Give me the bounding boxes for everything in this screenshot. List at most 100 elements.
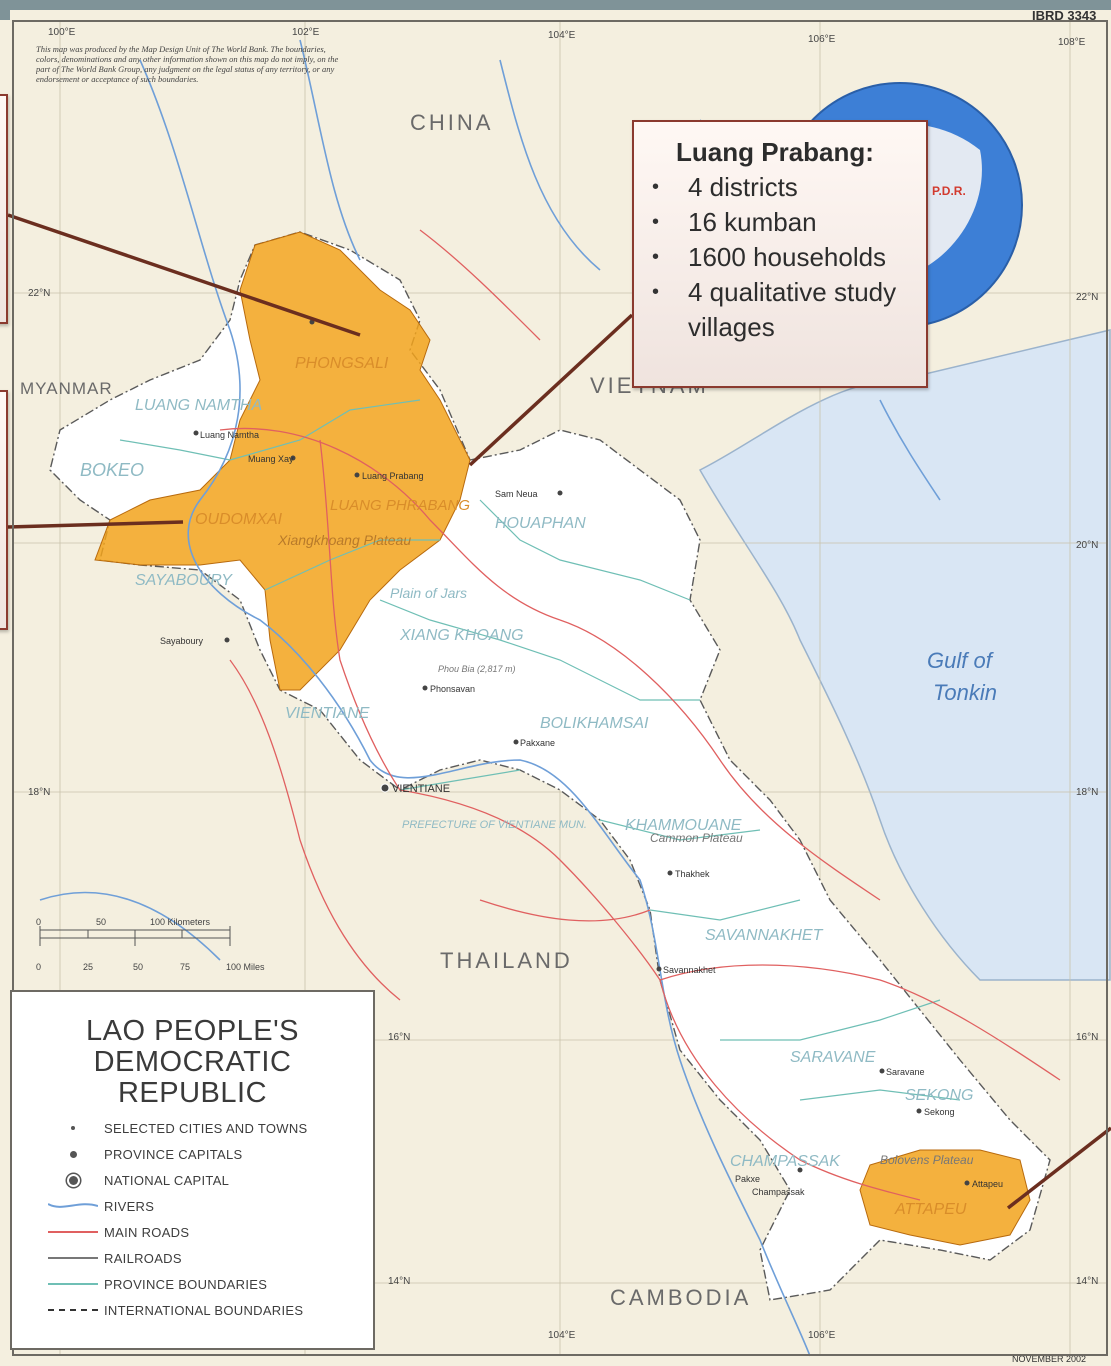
- province-label: SEKONG: [905, 1087, 973, 1104]
- province-label: SARAVANE: [790, 1049, 876, 1066]
- province-label: ATTAPEU: [894, 1201, 967, 1218]
- city-label: Attapeu: [972, 1179, 1003, 1189]
- legend-item: RIVERS: [42, 1196, 154, 1216]
- disclaimer-text: This map was produced by the Map Design …: [36, 44, 339, 84]
- country-label-cambodia: CAMBODIA: [610, 1285, 751, 1310]
- legend-title-line-2: DEMOCRATIC: [93, 1046, 292, 1078]
- country-label-myanmar: MYANMAR: [20, 379, 113, 398]
- country-label-china: CHINA: [410, 110, 493, 135]
- city-label: Luang Prabang: [362, 471, 424, 481]
- province-label: PHONGSALI: [295, 355, 389, 372]
- lat-label: 14°N: [1076, 1276, 1098, 1287]
- lon-label: 104°E: [548, 30, 576, 41]
- leader-line-oudomxai: [7, 520, 184, 529]
- province-label: PREFECTURE OF VIENTIANE MUN.: [402, 819, 587, 831]
- province-label: BOLIKHAMSAI: [540, 715, 649, 732]
- city-label: Thakhek: [675, 869, 710, 879]
- map-date: NOVEMBER 2002: [1012, 1354, 1086, 1364]
- globe-label: P.D.R.: [932, 184, 966, 198]
- callout-list: 4 districts 16 kumban 1600 households 4 …: [652, 170, 910, 345]
- lat-label: 20°N: [1076, 540, 1098, 551]
- legend: LAO PEOPLE'S DEMOCRATIC REPUBLIC SELECTE…: [10, 990, 375, 1350]
- scale-bar: 0 50 100 Kilometers 0 25 50 75 100 Miles: [36, 917, 265, 972]
- callout-bullet: 16 kumban: [652, 205, 910, 240]
- scale-km-tick: 0: [36, 917, 41, 927]
- lon-label: 104°E: [548, 1330, 576, 1341]
- leader-line-phongsali: [7, 213, 361, 337]
- lat-label: 22°N: [1076, 292, 1098, 303]
- scale-mile-tick: 75: [180, 962, 190, 972]
- city-label: Sayaboury: [160, 636, 204, 646]
- legend-item: SELECTED CITIES AND TOWNS: [42, 1118, 308, 1138]
- city-label: Luang Namtha: [200, 430, 259, 440]
- legend-item: NATIONAL CAPITAL: [42, 1170, 229, 1190]
- legend-item-label: RAILROADS: [104, 1250, 182, 1266]
- leader-line-luang-prabang: [468, 313, 634, 467]
- province-label: OUDOMXAI: [195, 511, 283, 528]
- province-label: LUANG PHRABANG: [330, 497, 470, 514]
- feature-label: Cammon Plateau: [650, 831, 743, 845]
- legend-item-label: PROVINCE CAPITALS: [104, 1146, 243, 1162]
- river-symbol: [42, 1196, 104, 1216]
- province-label: XIANG KHOANG: [399, 627, 524, 644]
- province-label: SAVANNAKHET: [705, 927, 824, 944]
- feature-labels: Plain of Jars Xiangkhoang Plateau Cammon…: [277, 532, 974, 1167]
- legend-item-label: PROVINCE BOUNDARIES: [104, 1276, 268, 1292]
- gulf-label-line-1: Gulf of: [927, 648, 995, 673]
- province-labels: PHONGSALI LUANG NAMTHA BOKEO OUDOMXAI LU…: [80, 355, 973, 1218]
- leader-lines: [7, 213, 1111, 1210]
- city-label: Sam Neua: [495, 489, 538, 499]
- legend-item-label: INTERNATIONAL BOUNDARIES: [104, 1302, 304, 1318]
- legend-item: MAIN ROADS: [42, 1222, 189, 1242]
- city-label: Muang Xay: [248, 454, 294, 464]
- legend-item-label: RIVERS: [104, 1198, 155, 1214]
- province-boundaries: [119, 399, 961, 1101]
- scale-km-tick: 50: [96, 917, 106, 927]
- city-label: Saravane: [886, 1067, 925, 1077]
- disclaimer-box: This map was produced by the Map Design …: [36, 44, 339, 84]
- city-label: Sekong: [924, 1107, 955, 1117]
- lon-label: 100°E: [48, 27, 76, 38]
- lat-label: 14°N: [388, 1276, 410, 1287]
- map-doc-id: IBRD 3343: [1032, 8, 1096, 23]
- callout-title: Luang Prabang:: [676, 137, 874, 167]
- legend-item: RAILROADS: [42, 1248, 182, 1268]
- feature-label: Bolovens Plateau: [880, 1153, 974, 1167]
- scale-km-tick: 100 Kilometers: [150, 917, 211, 927]
- city-label-capital: VIENTIANE: [392, 783, 450, 795]
- scale-mile-tick: 50: [133, 962, 143, 972]
- main-roads: [219, 229, 1061, 1201]
- latitude-labels: 22°N 22°N 20°N 18°N 18°N 16°N 16°N 14°N …: [28, 288, 1098, 1287]
- feature-label: Xiangkhoang Plateau: [277, 532, 411, 548]
- gulf-of-tonkin-sea: [698, 329, 1111, 981]
- city-label: Phonsavan: [430, 684, 475, 694]
- province-label: LUANG NAMTHA: [135, 397, 262, 414]
- lon-label: 108°E: [1058, 37, 1086, 48]
- lat-label: 18°N: [1076, 787, 1098, 798]
- lat-label: 22°N: [28, 288, 50, 299]
- gulf-label-line-2: Tonkin: [933, 680, 997, 705]
- top-bar: [0, 0, 1111, 10]
- province-boundary-symbol: [42, 1274, 104, 1294]
- lat-label: 16°N: [1076, 1032, 1098, 1043]
- legend-item: PROVINCE BOUNDARIES: [42, 1274, 267, 1294]
- international-boundary-symbol: [42, 1300, 104, 1320]
- leader-line-attapeu: [1006, 1126, 1111, 1210]
- lon-label: 106°E: [808, 1330, 836, 1341]
- callout-bullet: 4 districts: [652, 170, 910, 205]
- callout-clipped-left-middle: [0, 390, 8, 630]
- lat-label: 18°N: [28, 787, 50, 798]
- legend-item-label: MAIN ROADS: [104, 1224, 190, 1240]
- lon-label: 102°E: [292, 27, 320, 38]
- city-labels: Luang Namtha Muang Xay Luang Prabang Sam…: [160, 319, 1003, 1197]
- callout-clipped-left-top: [0, 94, 8, 324]
- railroad-symbol: [42, 1248, 104, 1268]
- gulf-label: Gulf of Tonkin: [927, 648, 997, 705]
- country-label-thailand: THAILAND: [440, 948, 573, 973]
- city-label: Pakxe: [735, 1174, 760, 1184]
- longitude-labels: 100°E 102°E 104°E 106°E 108°E 104°E 106°…: [48, 27, 1086, 1341]
- dot-small-symbol: [42, 1118, 104, 1138]
- lon-label: 106°E: [808, 34, 836, 45]
- callout-bullet: 4 qualitative study villages: [652, 275, 910, 345]
